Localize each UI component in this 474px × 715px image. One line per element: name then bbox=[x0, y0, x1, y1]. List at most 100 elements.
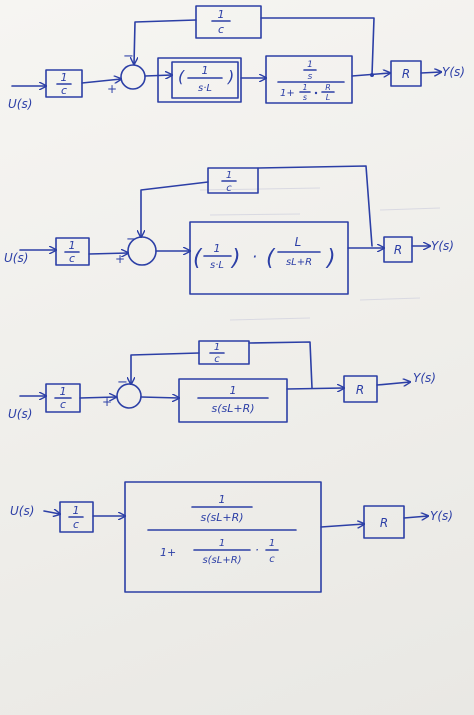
d2-gain-den: c bbox=[69, 252, 75, 265]
d2-feedback-block bbox=[207, 167, 259, 194]
d2-feedback-path-left bbox=[141, 181, 209, 237]
d2-feedback-path-right bbox=[257, 165, 373, 247]
d2-dot: · bbox=[252, 247, 257, 266]
d4-block-r bbox=[363, 505, 405, 539]
d1-block-a-num: 1 bbox=[202, 64, 209, 77]
d1-minus-sign: − bbox=[123, 49, 134, 64]
d1-block-b-prefix: 1+ bbox=[280, 88, 295, 99]
d3-output-label: Y(s) bbox=[413, 371, 436, 385]
d1-feedback-block bbox=[195, 5, 262, 39]
d1-block-a-lparen: ( bbox=[178, 67, 185, 86]
d1-block-b-a-num: 1 bbox=[302, 83, 307, 92]
d2-block-r-label: R bbox=[394, 243, 402, 257]
d3-feedback-num: 1 bbox=[214, 342, 220, 353]
d4-den-a-den: s(sL+R) bbox=[202, 555, 241, 566]
d1-block-a-den: s·L bbox=[198, 83, 212, 94]
d3-feedback-path-left bbox=[131, 352, 200, 384]
d1-block-r-label: R bbox=[402, 67, 410, 81]
d2-a-den: s·L bbox=[210, 260, 224, 271]
diagram-2: U(s) 1 c + − ( ) 1 s·L · ( ) L sL+R R Y(… bbox=[4, 165, 454, 295]
diagram-4: U(s) 1 c 1 s(sL+R) 1+ 1 s(sL+R) · 1 c R … bbox=[10, 481, 453, 593]
d4-gain-num: 1 bbox=[73, 504, 80, 517]
d2-block-r bbox=[383, 236, 413, 263]
d1-block-b-top-num: 1 bbox=[307, 60, 313, 70]
d4-block-to-r-arrow bbox=[320, 524, 364, 527]
d1-block-b-b-den: L bbox=[326, 93, 330, 102]
d4-input-label: U(s) bbox=[10, 504, 34, 518]
d2-a-rparen: ) bbox=[230, 246, 241, 271]
d1-output-arrow bbox=[420, 72, 441, 73]
d2-to-sum-arrow bbox=[88, 253, 128, 254]
d2-output-label: Y(s) bbox=[431, 239, 454, 253]
d1-to-sum-arrow bbox=[81, 79, 121, 84]
d2-b-num: L bbox=[295, 235, 302, 249]
d1-block-a-inner bbox=[171, 61, 239, 99]
d4-den-prefix: 1+ bbox=[160, 546, 176, 559]
d1-gain-num: 1 bbox=[61, 71, 68, 84]
d3-minus-sign: − bbox=[117, 375, 128, 390]
d4-numden: s(sL+R) bbox=[200, 511, 243, 524]
d1-plus-sign: + bbox=[107, 82, 117, 96]
d4-gain-block bbox=[59, 501, 94, 533]
d4-den-a-num: 1 bbox=[219, 538, 225, 549]
d1-feedback-path-left bbox=[134, 19, 197, 64]
d1-feedback-path-right bbox=[260, 17, 375, 76]
d2-minus-sign: − bbox=[126, 232, 137, 247]
d2-b-rparen: ) bbox=[325, 246, 336, 271]
diagram-3: U(s) 1 c + − 1 s(sL+R) R Y(s) 1 c bbox=[8, 340, 436, 423]
d4-input-arrow bbox=[43, 511, 60, 514]
d2-b-lparen: ( bbox=[266, 246, 276, 271]
d2-a-num: 1 bbox=[214, 242, 221, 255]
d4-den-b-num: 1 bbox=[269, 538, 275, 549]
d2-input-label: U(s) bbox=[4, 251, 28, 265]
d3-feedback-den: c bbox=[214, 354, 220, 365]
d3-plus-sign: + bbox=[102, 395, 112, 409]
d1-input-label: U(s) bbox=[8, 97, 32, 111]
diagram-1: U(s) 1 c + − ( ) 1 s·L 1 s 1+ 1 s R L R bbox=[8, 5, 465, 111]
d1-output-label: Y(s) bbox=[442, 65, 465, 79]
paper-show-through bbox=[199, 187, 441, 321]
d3-forward-num: 1 bbox=[230, 384, 237, 397]
d4-gain-den: c bbox=[73, 518, 79, 531]
d4-block-r-label: R bbox=[380, 516, 388, 530]
d3-sum-to-forward-arrow bbox=[140, 397, 179, 398]
d2-feedback-num: 1 bbox=[226, 170, 232, 181]
d2-feedback-den: c bbox=[226, 183, 232, 194]
d2-plus-sign: + bbox=[115, 252, 125, 266]
d3-forward-block bbox=[178, 378, 288, 423]
d4-den-b-den: c bbox=[269, 554, 275, 565]
d2-a-lparen: ( bbox=[193, 246, 203, 271]
d1-block-b bbox=[265, 55, 353, 104]
d3-input-label: U(s) bbox=[8, 407, 32, 421]
d1-block-b-b-num: R bbox=[325, 83, 331, 92]
d2-b-den: sL+R bbox=[286, 257, 312, 268]
d3-forward-den: s(sL+R) bbox=[211, 402, 254, 415]
d3-to-sum-arrow bbox=[79, 397, 116, 398]
d3-block-r bbox=[343, 375, 378, 403]
d3-gain-den: c bbox=[60, 398, 66, 411]
d4-numnum: 1 bbox=[219, 493, 226, 506]
d1-block-b-dot bbox=[314, 91, 318, 95]
d1-gain-den: c bbox=[61, 84, 67, 97]
d3-forward-to-r-arrow bbox=[286, 388, 344, 389]
d3-block-r-label: R bbox=[356, 383, 364, 397]
d1-block-b-a-den: s bbox=[303, 93, 307, 102]
d2-combined-block bbox=[189, 221, 349, 295]
d3-gain-num: 1 bbox=[60, 385, 67, 398]
d1-block-b-top-den: s bbox=[308, 72, 313, 82]
d4-closed-loop-block bbox=[124, 481, 322, 593]
d1-block-a-outer bbox=[157, 57, 242, 103]
d4-output-label: Y(s) bbox=[430, 509, 453, 523]
d2-gain-num: 1 bbox=[69, 239, 76, 252]
d1-feedback-den: c bbox=[218, 23, 224, 36]
d1-feedback-num: 1 bbox=[218, 8, 225, 21]
d1-block-a-rparen: ) bbox=[227, 67, 234, 86]
d2-gain-block bbox=[55, 237, 90, 266]
d4-den-dot: · bbox=[255, 543, 259, 557]
d4-output-arrow bbox=[403, 516, 428, 518]
d3-feedback-path-right bbox=[248, 341, 313, 389]
d3-output-arrow bbox=[376, 382, 410, 385]
d1-summing-junction bbox=[120, 64, 146, 90]
